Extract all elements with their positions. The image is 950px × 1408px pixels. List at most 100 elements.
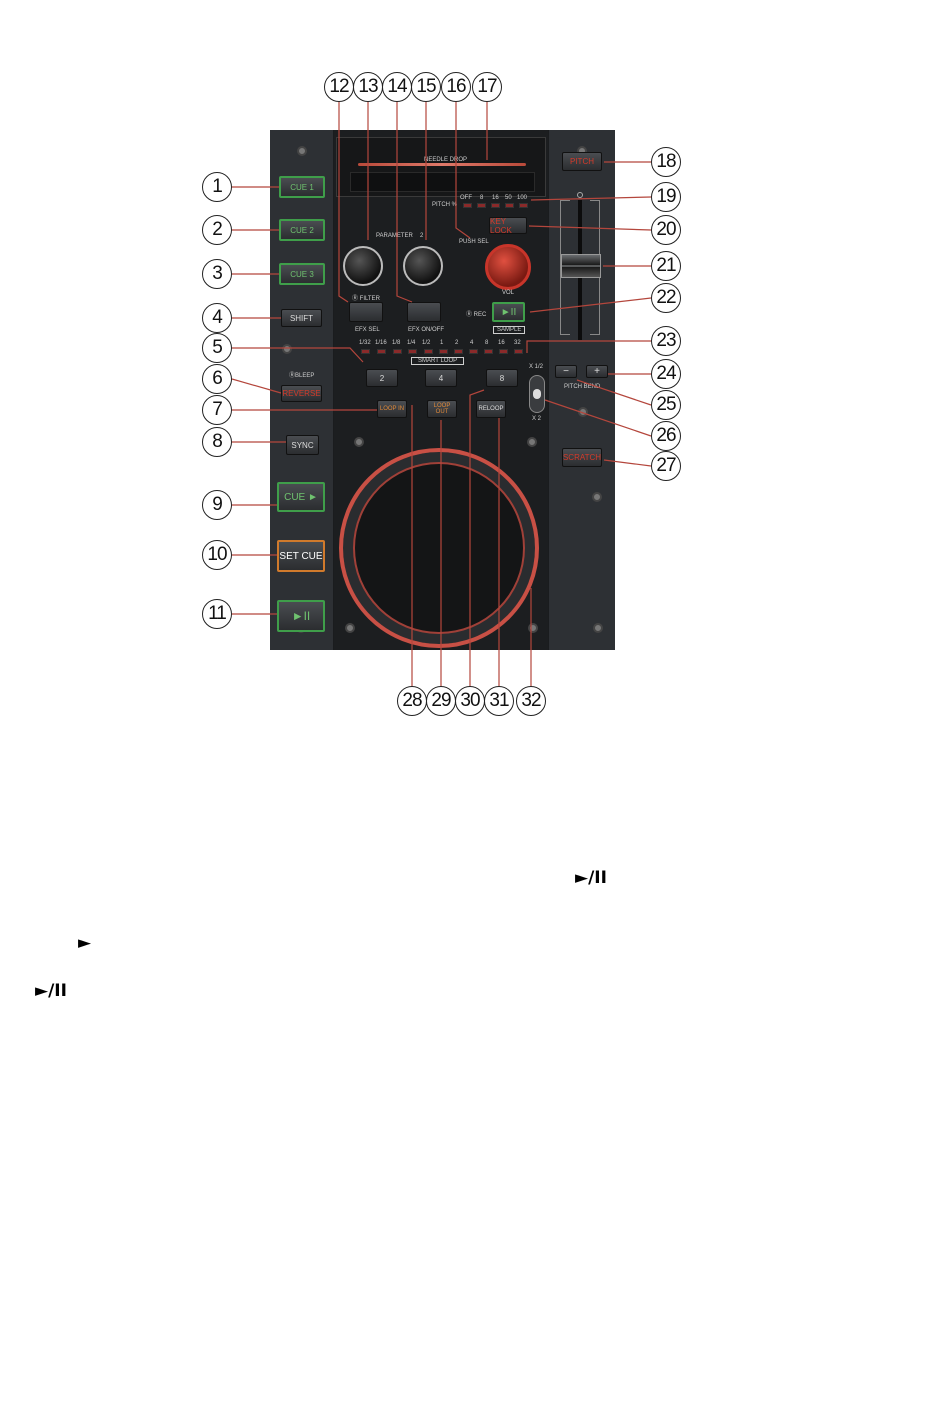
callout-24: 24: [651, 359, 681, 389]
efx-sel-button[interactable]: [349, 302, 383, 322]
callout-8: 8: [202, 427, 232, 457]
pitch-range-16: 16: [492, 195, 499, 201]
callout-27: 27: [651, 451, 681, 481]
callout-23: 23: [651, 326, 681, 356]
bleep-label: ⓇBLEEP: [289, 373, 315, 379]
loop-size-label: 32: [514, 340, 521, 346]
pitch-center-indicator: [577, 192, 583, 198]
play-pause-button[interactable]: ►II: [277, 600, 325, 632]
cue-3-button[interactable]: CUE 3: [279, 263, 325, 285]
loop-out-button[interactable]: LOOP OUT: [427, 400, 457, 418]
loop-led: [514, 349, 523, 354]
pitch-led: [463, 203, 472, 208]
efx-onoff-button[interactable]: [407, 302, 441, 322]
efx-onoff-label: EFX ON/OFF: [408, 327, 444, 333]
set-cue-button[interactable]: SET CUE: [277, 540, 325, 572]
needle-drop-strip[interactable]: [358, 163, 526, 166]
push-sel-label: PUSH SEL: [459, 239, 489, 245]
callout-6: 6: [202, 364, 232, 394]
callout-29: 29: [426, 686, 456, 716]
sample-play-button[interactable]: ►II: [492, 302, 525, 322]
shift-button[interactable]: SHIFT: [281, 309, 322, 327]
callout-26: 26: [651, 421, 681, 451]
cue-play-button[interactable]: CUE ►: [277, 482, 325, 512]
callout-13: 13: [353, 72, 383, 102]
loop-8-button[interactable]: 8: [486, 369, 518, 387]
callout-2: 2: [202, 215, 232, 245]
parameter-knob-1[interactable]: [343, 246, 383, 286]
callout-19: 19: [651, 182, 681, 212]
callout-1: 1: [202, 172, 232, 202]
pitch-bend-label: PITCH BEND: [564, 384, 601, 390]
needle-drop-label: NEEDLE DROP: [424, 157, 468, 163]
screw-icon: [593, 623, 603, 633]
screw-icon: [354, 437, 364, 447]
loop-size-label: 4: [470, 340, 474, 346]
callout-21: 21: [651, 251, 681, 281]
rec-label: Ⓡ REC: [466, 312, 487, 318]
screw-icon: [527, 437, 537, 447]
screw-icon: [528, 623, 538, 633]
callout-25: 25: [651, 390, 681, 420]
reverse-button[interactable]: REVERSE: [281, 385, 322, 402]
loop-size-label: 1/8: [392, 340, 401, 346]
filter-label: Ⓡ FILTER: [352, 296, 380, 302]
leader-lines: [231, 102, 652, 686]
play-pause-glyph-2: ►/II: [35, 981, 67, 1001]
play-glyph: ►: [78, 933, 92, 953]
toggle-thumb: [533, 389, 541, 399]
loop-led: [377, 349, 386, 354]
callout-31: 31: [484, 686, 514, 716]
loop-led: [424, 349, 433, 354]
vol-label: VOL: [502, 290, 515, 296]
key-lock-button[interactable]: KEY LOCK: [489, 217, 527, 235]
screw-icon: [297, 146, 307, 156]
play-pause-glyph: ►/II: [575, 868, 607, 888]
pitch-bend-minus-button[interactable]: −: [555, 365, 577, 378]
reloop-button[interactable]: RELOOP: [476, 400, 506, 418]
filter-text: FILTER: [359, 296, 380, 302]
screw-icon: [282, 344, 292, 354]
cue-2-button[interactable]: CUE 2: [279, 219, 325, 241]
loop-in-button[interactable]: LOOP IN: [377, 400, 407, 418]
pitch-range-50: 50: [505, 195, 512, 201]
callout-4: 4: [202, 303, 232, 333]
pitch-led: [477, 203, 486, 208]
screw-icon: [345, 623, 355, 633]
callout-11: 11: [202, 599, 232, 629]
pitch-fader-handle[interactable]: [561, 254, 601, 278]
loop-size-label: 1/2: [422, 340, 431, 346]
vol-knob[interactable]: [485, 244, 531, 290]
parameter-label: PARAMETER: [376, 233, 413, 239]
parameter-knob-2[interactable]: [403, 246, 443, 286]
loop-2-button[interactable]: 2: [366, 369, 398, 387]
jog-wheel[interactable]: [339, 448, 539, 648]
scratch-button[interactable]: SCRATCH: [562, 448, 602, 467]
loop-multiplier-toggle[interactable]: [529, 375, 545, 413]
callout-12: 12: [324, 72, 354, 102]
callout-32: 32: [516, 686, 546, 716]
callout-3: 3: [202, 259, 232, 289]
rec-text: REC: [473, 312, 487, 318]
loop-led: [454, 349, 463, 354]
loop-size-label: 16: [498, 340, 505, 346]
callout-20: 20: [651, 215, 681, 245]
callout-28: 28: [397, 686, 427, 716]
x-half-label: X 1/2: [529, 364, 544, 370]
cue-1-button[interactable]: CUE 1: [279, 176, 325, 198]
callout-7: 7: [202, 395, 232, 425]
pitch-led: [505, 203, 514, 208]
loop-led: [408, 349, 417, 354]
callout-15: 15: [411, 72, 441, 102]
pitch-percent-label: PITCH %: [432, 202, 458, 208]
callout-14: 14: [382, 72, 412, 102]
callout-5: 5: [202, 333, 232, 363]
loop-4-button[interactable]: 4: [425, 369, 457, 387]
loop-size-label: 1/4: [407, 340, 416, 346]
pitch-range-8: 8: [480, 195, 484, 201]
sync-button[interactable]: SYNC: [286, 435, 319, 455]
loop-size-label: 1/16: [375, 340, 387, 346]
pitch-button[interactable]: PITCH: [562, 152, 602, 171]
loop-size-label: 2: [455, 340, 459, 346]
pitch-bend-plus-button[interactable]: +: [586, 365, 608, 378]
